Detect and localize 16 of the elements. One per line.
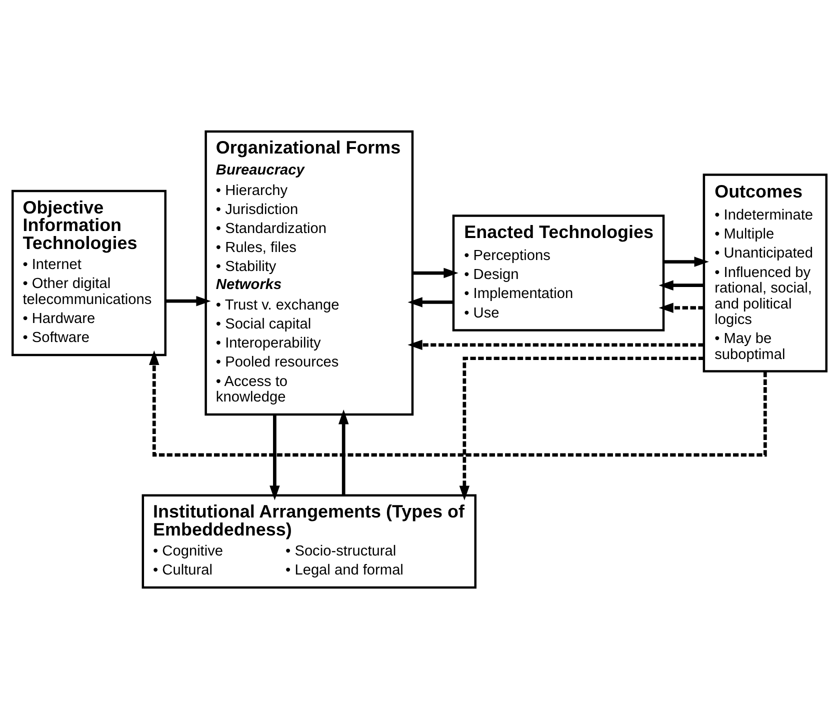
arrow xyxy=(412,267,458,278)
arrow xyxy=(165,295,211,306)
arrow xyxy=(408,339,704,350)
arrow xyxy=(149,350,767,456)
arrow xyxy=(270,414,280,500)
arrow xyxy=(408,296,454,307)
arrow xyxy=(658,302,704,312)
arrow xyxy=(459,356,704,500)
arrow xyxy=(664,256,709,266)
arrow xyxy=(338,409,349,495)
node-box: Outcomes • Indeterminate • Multiple • Unanticipated • Influenced by rational, social, and political logics • May be suboptimal xyxy=(702,173,828,372)
node-box: Objective Information Technologies • Internet • Other digital telecommunications • Hardware • Software xyxy=(12,189,166,356)
node-box: Enacted Technologies • Perceptions • Design • Implementation • Use xyxy=(452,214,665,331)
node-box: Organizational Forms Bureaucracy • Hierarchy • Jurisdiction • Standardization • Rules, files • Stability Networks • Trust v. exchange • Social capital • Interoperability • Pooled resources • Access to knowledge xyxy=(204,130,414,416)
node-box: Institutional Arrangements (Types of Embeddedness) • Cognitive • Socio-structural • Cultural • Legal and formal xyxy=(142,494,476,588)
arrow xyxy=(658,280,704,290)
